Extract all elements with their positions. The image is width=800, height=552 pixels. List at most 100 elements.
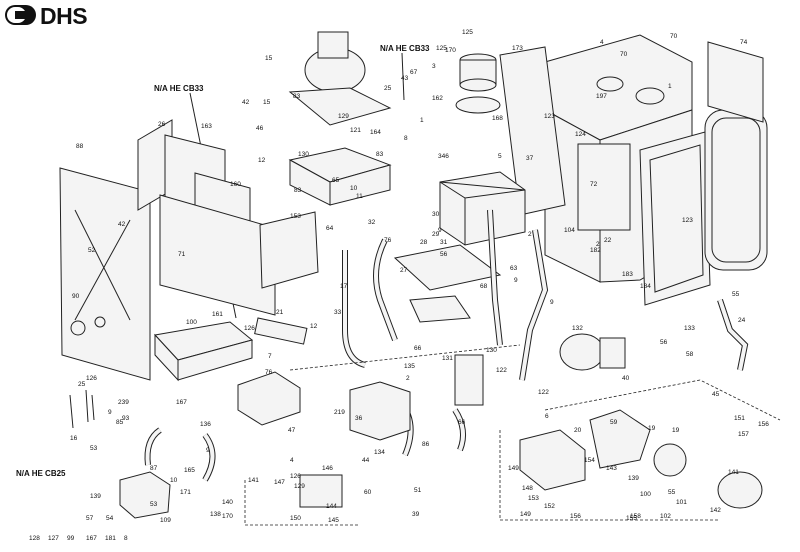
part-number-label: 9 <box>438 227 442 234</box>
part-number-label: 125 <box>462 29 473 36</box>
part-number-label: 55 <box>668 489 676 496</box>
part-number-label: 20 <box>574 427 582 434</box>
front-panel-right <box>639 131 711 306</box>
part-number-label: 10 <box>350 185 358 192</box>
part-number-label: 160 <box>230 181 241 188</box>
part-number-label: 26 <box>158 121 166 128</box>
part-number-label: 39 <box>412 511 420 518</box>
part-number-label: 15 <box>265 55 273 62</box>
part-number-label: 83 <box>376 151 384 158</box>
part-number-label: 167 <box>86 535 97 542</box>
part-number-label: 144 <box>326 503 337 510</box>
part-number-label: 2 <box>528 231 532 238</box>
part-number-label: 9 <box>550 299 554 306</box>
part-number-label: 71 <box>178 251 186 258</box>
part-number-label: 1 <box>420 117 424 124</box>
assembly-bracket-lines <box>244 344 781 526</box>
callout-nahe-cb33-top: N/A HE CB33 <box>380 44 430 53</box>
part-number-label: 30 <box>432 211 440 218</box>
part-number-label: 136 <box>200 421 211 428</box>
part-number-label: 2 <box>406 375 410 382</box>
part-number-label: 9 <box>206 447 210 454</box>
burner-manifold <box>254 317 308 345</box>
part-number-label: 170 <box>445 47 456 54</box>
part-number-label: 150 <box>290 515 301 522</box>
part-number-label: 126 <box>86 375 97 382</box>
part-number-label: 154 <box>584 457 595 464</box>
part-number-label: 86 <box>422 441 430 448</box>
part-number-label: 182 <box>590 247 601 254</box>
part-number-label: 24 <box>738 317 746 324</box>
part-number-label: 31 <box>440 239 448 246</box>
part-number-label: 63 <box>510 265 518 272</box>
part-number-label: 129 <box>338 113 349 120</box>
part-number-label: 74 <box>740 39 748 46</box>
part-number-label: 132 <box>572 325 583 332</box>
part-number-label: 58 <box>686 351 694 358</box>
expansion-vessel <box>704 109 768 271</box>
part-number-label: 66 <box>458 419 466 426</box>
part-number-label: 99 <box>67 535 75 542</box>
back-panel-left <box>59 167 151 381</box>
part-number-label: 128 <box>29 535 40 542</box>
part-number-label: 130 <box>298 151 309 158</box>
part-number-label: 173 <box>512 45 523 52</box>
part-number-label: 141 <box>248 477 259 484</box>
part-number-label: 8 <box>124 535 128 542</box>
part-number-label: 4 <box>290 457 294 464</box>
part-number-label: 25 <box>78 381 86 388</box>
diverter-valve <box>519 409 763 509</box>
part-number-label: 56 <box>660 339 668 346</box>
part-number-label: 83 <box>293 93 301 100</box>
part-number-label: 68 <box>480 283 488 290</box>
burner <box>154 321 254 382</box>
part-number-label: 170 <box>222 513 233 520</box>
part-number-label: 27 <box>400 267 408 274</box>
part-number-label: 346 <box>438 153 449 160</box>
part-number-label: 53 <box>90 445 98 452</box>
part-number-label: 7 <box>268 353 272 360</box>
part-number-label: 57 <box>86 515 94 522</box>
part-number-label: 33 <box>334 309 342 316</box>
part-number-label: 181 <box>105 535 116 542</box>
part-number-label: 161 <box>212 311 223 318</box>
part-number-label: 87 <box>150 465 158 472</box>
part-number-label: 45 <box>712 391 720 398</box>
part-number-label: 40 <box>622 375 630 382</box>
flue-hood <box>288 87 392 126</box>
part-number-label: 17 <box>340 283 348 290</box>
part-number-label: 219 <box>334 409 345 416</box>
part-number-label: 163 <box>201 123 212 130</box>
bracket-74 <box>707 41 764 123</box>
part-number-label: 37 <box>526 155 534 162</box>
heat-exchanger <box>288 147 392 206</box>
part-number-label: 126 <box>290 473 301 480</box>
sealed-chamber-box <box>439 171 526 246</box>
part-number-label: 148 <box>522 485 533 492</box>
part-number-label: 42 <box>118 221 126 228</box>
part-number-label: 167 <box>176 399 187 406</box>
part-number-label: 85 <box>116 419 124 426</box>
part-number-label: 42 <box>242 99 250 106</box>
part-number-label: 239 <box>118 399 129 406</box>
part-number-label: 44 <box>362 457 370 464</box>
part-number-label: 76 <box>384 237 392 244</box>
fan-assembly <box>304 31 366 93</box>
part-number-label: 70 <box>670 33 678 40</box>
part-number-label: 53 <box>150 501 158 508</box>
part-number-label: 8 <box>404 135 408 142</box>
part-number-label: 133 <box>684 325 695 332</box>
part-number-label: 2 <box>596 241 600 248</box>
part-number-label: 55 <box>732 291 740 298</box>
part-number-label: 184 <box>640 283 651 290</box>
part-number-label: 76 <box>265 369 273 376</box>
part-number-label: 90 <box>72 293 80 300</box>
rear-plate <box>499 46 566 216</box>
part-number-label: 156 <box>570 513 581 520</box>
dhs-logo-text: DHS <box>40 3 88 29</box>
part-number-label: 123 <box>544 113 555 120</box>
part-number-label: 101 <box>676 499 687 506</box>
part-number-label: 109 <box>160 517 171 524</box>
part-number-label: 138 <box>210 511 221 518</box>
part-number-label: 19 <box>648 425 656 432</box>
